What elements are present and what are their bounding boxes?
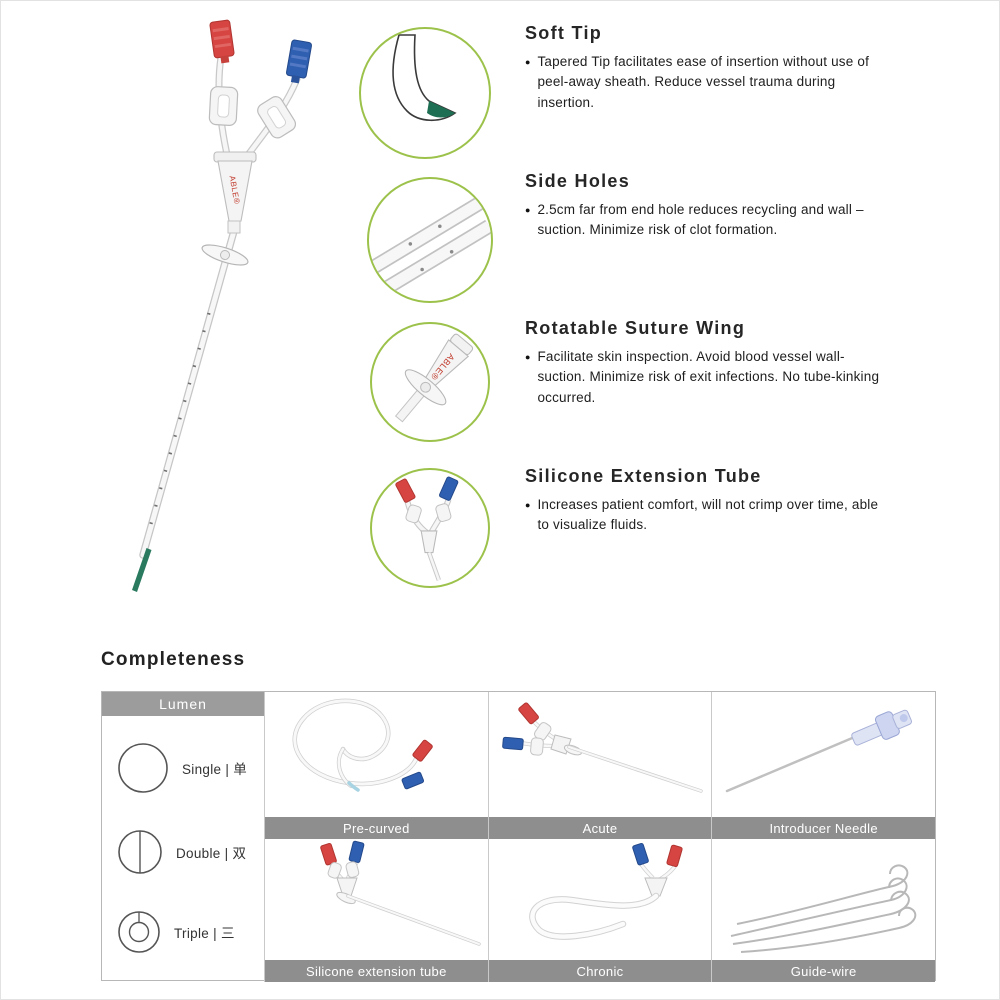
acute-cell bbox=[487, 692, 712, 817]
lumen-header: Lumen bbox=[102, 692, 264, 716]
red-luer-cap bbox=[209, 19, 235, 64]
single-lumen-icon bbox=[118, 742, 168, 793]
feature-title: Rotatable Suture Wing bbox=[525, 318, 746, 338]
caption-guide-wire: Guide-wire bbox=[711, 960, 935, 982]
lumen-options: Single | 单 Double | 双 Triple | 三 bbox=[102, 716, 264, 982]
caption-chronic: Chronic bbox=[487, 960, 712, 982]
guide-wire-image bbox=[730, 864, 916, 953]
lumen-option-label: Triple | 三 bbox=[174, 926, 235, 942]
feature-title: Silicone Extension Tube bbox=[525, 466, 762, 486]
silicone-extension-tube-image bbox=[320, 840, 482, 946]
feature-description: Increases patient comfort, will not crim… bbox=[537, 497, 879, 533]
soft-tip bbox=[132, 548, 152, 592]
suture-wing-detail-image: ABLE® bbox=[394, 333, 474, 423]
lumen-option-single: Single | 单 bbox=[116, 741, 260, 795]
side-holes-detail-image bbox=[369, 192, 491, 301]
triple-lumen-icon bbox=[118, 911, 160, 954]
catheter-hub: ABLE® bbox=[213, 151, 257, 234]
chronic-cell bbox=[487, 839, 712, 960]
lumen-option-label: Double | 双 bbox=[176, 845, 247, 861]
lumen-option-label: Single | 单 bbox=[182, 761, 248, 777]
soft-tip-detail-image bbox=[392, 34, 457, 122]
completeness-table: Lumen Single | 单 Double | 双 bbox=[101, 691, 936, 982]
acute-image bbox=[502, 702, 703, 793]
pre-curved-image bbox=[292, 698, 434, 792]
extension-tube-callout bbox=[370, 468, 490, 588]
introducer-needle-cell bbox=[711, 692, 935, 817]
silicone-extension-tube-cell bbox=[264, 839, 488, 960]
completeness-heading: Completeness bbox=[101, 649, 246, 670]
lumen-option-double: Double | 双 bbox=[116, 828, 260, 876]
bullet-icon: ● bbox=[525, 500, 531, 510]
soft-tip-callout bbox=[359, 27, 491, 159]
introducer-needle-image bbox=[725, 709, 912, 793]
bullet-icon: ● bbox=[525, 205, 531, 215]
caption-silicone-extension-tube: Silicone extension tube bbox=[264, 960, 488, 982]
extension-tube-detail-image bbox=[395, 476, 459, 581]
catheter-shaft bbox=[139, 227, 238, 559]
caption-pre-curved: Pre-curved bbox=[264, 817, 488, 839]
feature-description: 2.5cm far from end hole reduces recyclin… bbox=[537, 202, 864, 238]
feature-silicone-extension-tube: Silicone Extension Tube ● Increases pati… bbox=[525, 466, 933, 536]
feature-soft-tip: Soft Tip ● Tapered Tip facilitates ease … bbox=[525, 23, 933, 113]
bullet-icon: ● bbox=[525, 57, 531, 67]
main-catheter-illustration: ABLE® bbox=[132, 19, 312, 592]
pre-curved-cell bbox=[264, 692, 488, 817]
feature-title: Soft Tip bbox=[525, 23, 603, 43]
guide-wire-cell bbox=[711, 839, 935, 960]
feature-side-holes: Side Holes ● 2.5cm far from end hole red… bbox=[525, 171, 933, 241]
tube-clamp bbox=[208, 86, 239, 126]
suture-wing-callout: ABLE® bbox=[370, 322, 490, 442]
lumen-column: Lumen Single | 单 Double | 双 bbox=[102, 692, 264, 982]
tube-clamp bbox=[257, 96, 297, 139]
feature-rotatable-suture-wing: Rotatable Suture Wing ● Facilitate skin … bbox=[525, 318, 933, 408]
side-holes-callout bbox=[367, 177, 493, 303]
suture-wing bbox=[201, 244, 249, 266]
lumen-option-triple: Triple | 三 bbox=[116, 909, 260, 955]
blue-luer-cap bbox=[286, 39, 312, 84]
feature-description: Facilitate skin inspection. Avoid blood … bbox=[537, 349, 880, 405]
feature-title: Side Holes bbox=[525, 171, 631, 191]
feature-description: Tapered Tip facilitates ease of insertio… bbox=[537, 54, 870, 110]
caption-introducer-needle: Introducer Needle bbox=[711, 817, 935, 839]
double-lumen-icon bbox=[118, 830, 162, 874]
chronic-image bbox=[529, 842, 683, 940]
caption-acute: Acute bbox=[487, 817, 712, 839]
bullet-icon: ● bbox=[525, 352, 531, 362]
